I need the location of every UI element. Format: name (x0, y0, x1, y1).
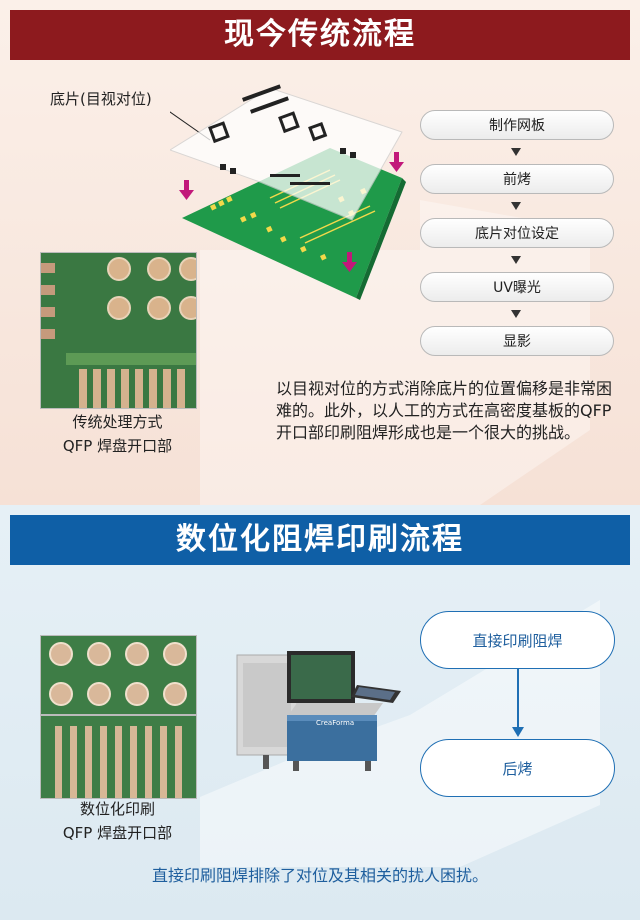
traditional-title: 现今传统流程 (10, 10, 630, 60)
step-uv-exposure: UV曝光 (420, 272, 614, 302)
step-arrow (511, 256, 521, 264)
caption-line-1: 数位化印刷 (79, 800, 155, 818)
step-prebake: 前烤 (420, 164, 614, 194)
step-make-screen: 制作网板 (420, 110, 614, 140)
machine-brand-label: CreaForma (316, 719, 355, 727)
digital-title: 数位化阻焊印刷流程 (10, 515, 630, 565)
digital-qfp-photo (40, 715, 197, 799)
film-label: 底片(目视对位) (50, 90, 152, 108)
film-pattern (208, 84, 356, 185)
caption-line-2: QFP 焊盘开口部 (62, 824, 173, 842)
digital-section: 数位化阻焊印刷流程 数位化印刷 QFP 焊盘开口部 (0, 505, 640, 920)
step-postbake: 后烤 (420, 739, 615, 797)
step-arrow (511, 202, 521, 210)
step-direct-print: 直接印刷阻焊 (420, 611, 615, 669)
printer-machine (236, 651, 401, 771)
film-sheet (170, 87, 403, 221)
digital-pad-photo (40, 635, 197, 715)
machine-base (287, 715, 377, 761)
digital-conclusion: 直接印刷阻焊排除了对位及其相关的扰人困扰。 (151, 866, 488, 885)
traditional-qfp-photo (40, 252, 197, 409)
step-arrow (511, 310, 521, 318)
traditional-photo-caption: 传统处理方式 QFP 焊盘开口部 (20, 410, 215, 458)
caption-line-1: 传统处理方式 (72, 413, 163, 431)
alignment-arrows (179, 152, 404, 272)
caption-line-2: QFP 焊盘开口部 (62, 437, 173, 455)
step-arrow (511, 148, 521, 156)
traditional-description: 以目视对位的方式消除底片的位置偏移是非常困难的。此外，以人工的方式在高密度基板的… (276, 379, 613, 442)
step-film-alignment: 底片对位设定 (420, 218, 614, 248)
pcb-film-illustration (170, 84, 406, 300)
digital-photo-caption: 数位化印刷 QFP 焊盘开口部 (20, 797, 215, 845)
flow-arrow (512, 669, 524, 737)
step-develop: 显影 (420, 326, 614, 356)
traditional-section: 现今传统流程 底片(目视对位) (0, 0, 640, 505)
